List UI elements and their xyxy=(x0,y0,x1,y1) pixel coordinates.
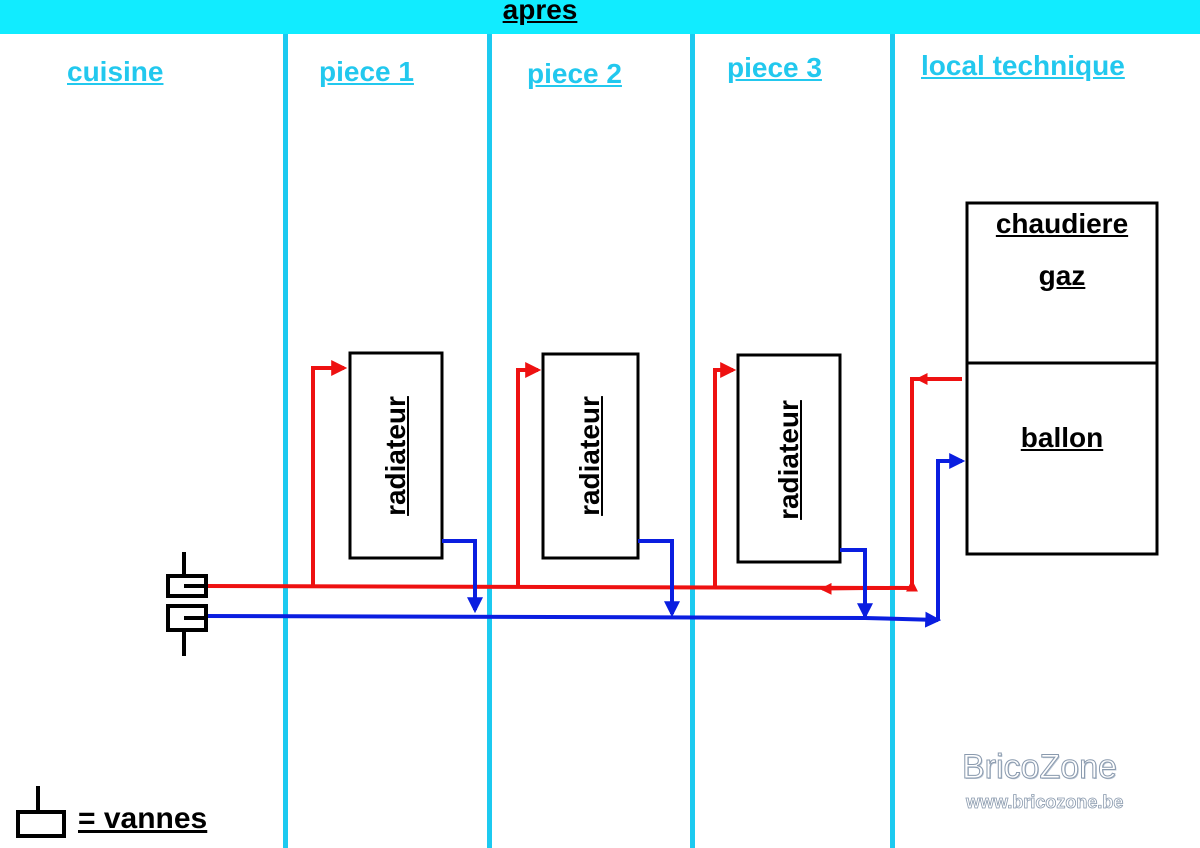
room-label-piece-2: piece 2 xyxy=(527,58,622,89)
supply-main-pipe xyxy=(204,584,913,590)
supply-riser-2 xyxy=(516,362,542,586)
radiator-label-3: radiateur xyxy=(773,400,804,520)
room-label-local-technique: local technique xyxy=(921,50,1125,81)
room-divider xyxy=(890,34,895,848)
return-tank-pipe xyxy=(936,453,966,620)
return-drop-1 xyxy=(442,539,483,614)
radiator-label-1: radiateur xyxy=(380,396,411,516)
radiator-label-2: radiateur xyxy=(574,396,605,516)
diagram-title: apres xyxy=(502,0,578,25)
room-label-piece-1: piece 1 xyxy=(319,56,414,87)
supply-riser-1 xyxy=(311,360,348,586)
tank-box xyxy=(965,361,1159,556)
legend-text: = vannes xyxy=(78,802,208,835)
room-label-piece-3: piece 3 xyxy=(727,52,822,83)
room-divider xyxy=(487,34,492,848)
radiator-box-2 xyxy=(541,352,640,560)
valve-icon xyxy=(166,604,208,656)
boiler-label-line2: gaz xyxy=(1038,260,1086,291)
room-divider xyxy=(283,34,288,848)
supply-riser-3 xyxy=(713,362,737,588)
return-drop-2 xyxy=(638,539,680,618)
valve-icon xyxy=(166,552,208,598)
brand-watermark: BricoZone xyxy=(962,748,1118,787)
radiator-box-1 xyxy=(348,351,444,560)
room-label-cuisine: cuisine xyxy=(67,56,164,87)
return-drop-3 xyxy=(840,548,873,620)
header-bar xyxy=(0,0,1200,34)
radiator-box-3 xyxy=(736,353,842,564)
legend-valve-icon xyxy=(16,786,66,838)
return-main-pipe xyxy=(204,614,866,620)
return-main-arrow xyxy=(864,611,942,628)
room-divider xyxy=(690,34,695,848)
boiler-label-line1: chaudiere xyxy=(995,208,1129,239)
tank-label: ballon xyxy=(1020,422,1104,453)
brand-url: www.bricozone.be xyxy=(966,792,1124,813)
